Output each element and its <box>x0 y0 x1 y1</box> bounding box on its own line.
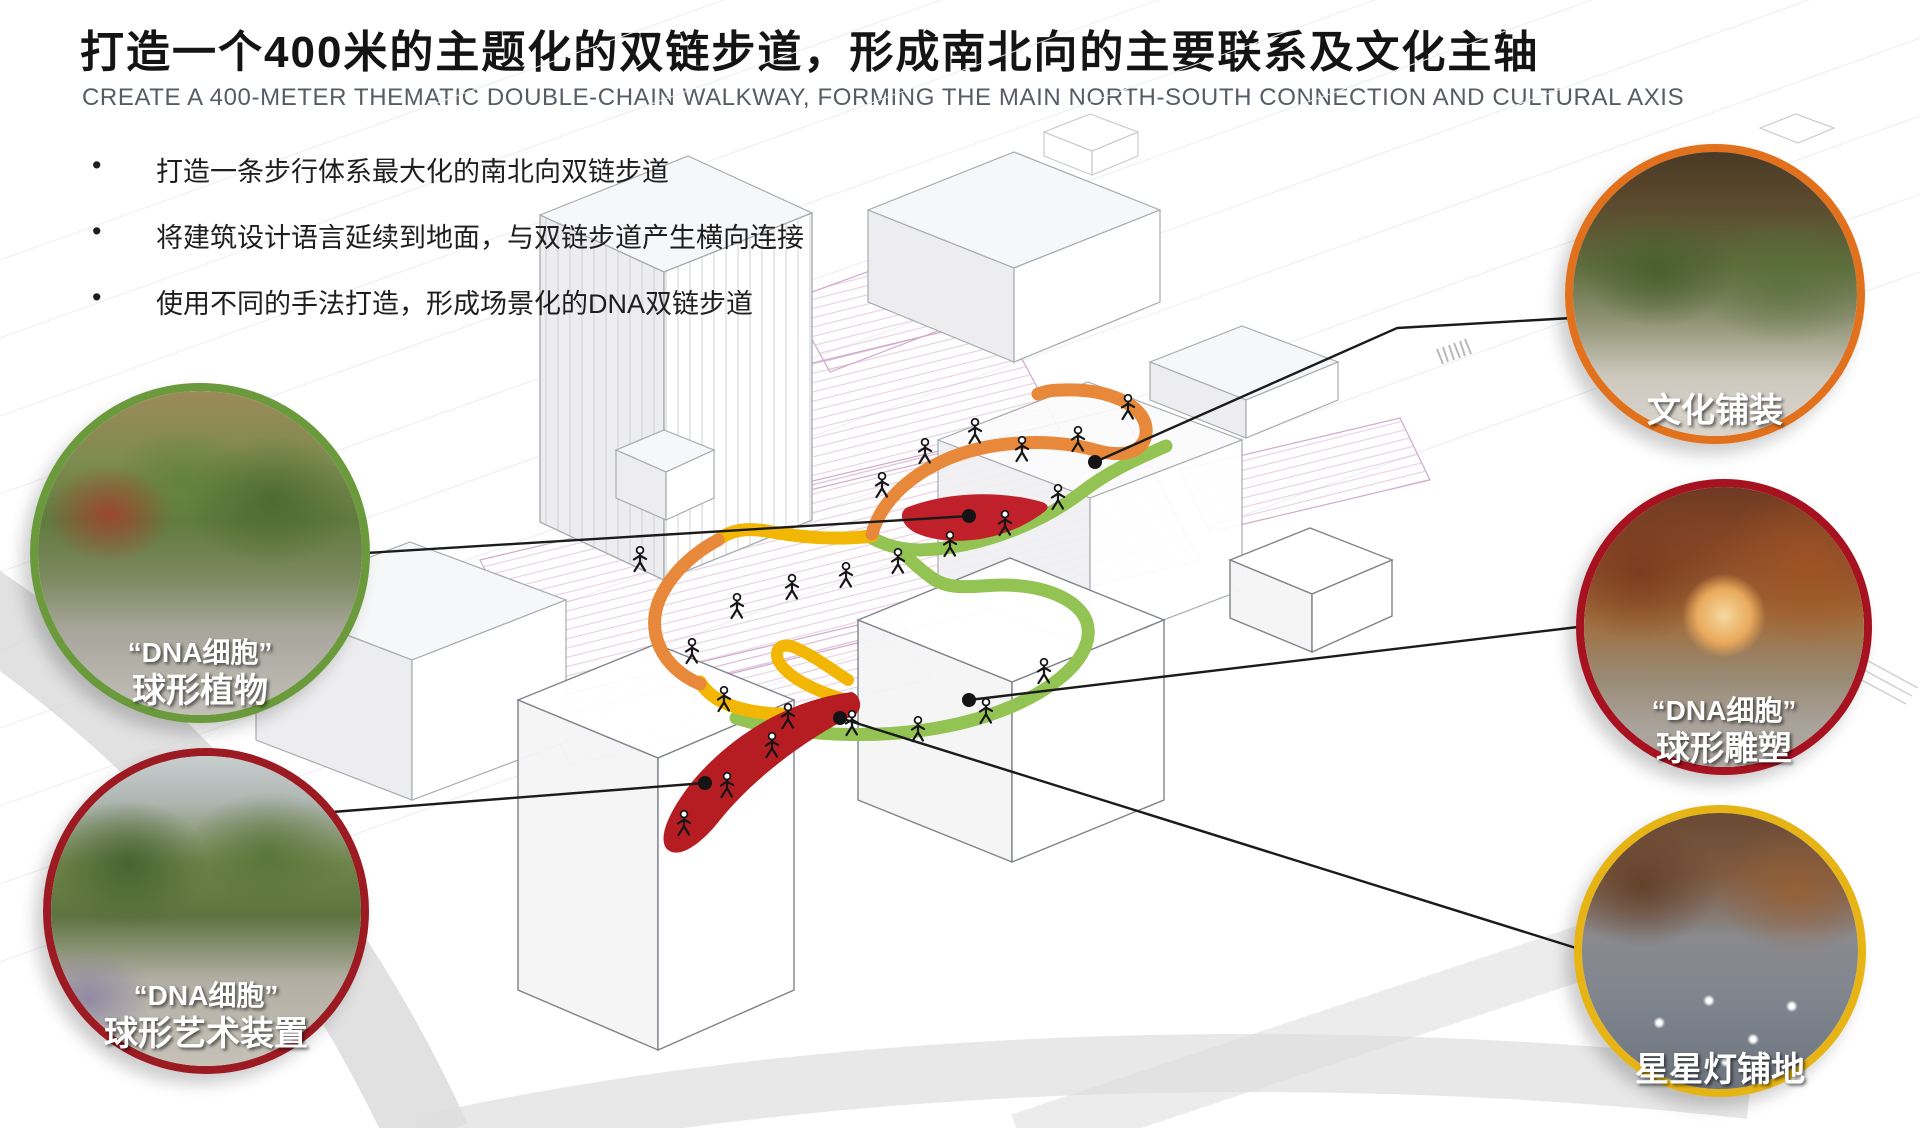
leader-lines <box>331 316 1579 950</box>
callout-label: “DNA细胞” 球形艺术装置 <box>51 978 361 1056</box>
list-item: • 使用不同的手法打造，形成场景化的DNA双链步道 <box>92 282 804 321</box>
callout-label-line: 球形植物 <box>132 672 268 710</box>
dna-walkway-ribbon <box>648 383 1173 853</box>
bullet-marker: • <box>92 282 102 312</box>
callout-label-line: 球形艺术装置 <box>104 1015 308 1053</box>
callout-star-light-paving: 星星灯铺地 <box>1574 805 1866 1097</box>
callout-label: 文化铺装 <box>1573 390 1857 433</box>
leader-line <box>365 514 970 555</box>
leader-line <box>839 716 1577 950</box>
bullet-text: 使用不同的手法打造，形成场景化的DNA双链步道 <box>156 289 754 319</box>
callout-dna-cell-spherical-sculpture: “DNA细胞” 球形雕塑 <box>1576 479 1872 775</box>
callout-label-line: “DNA细胞” <box>133 980 279 1011</box>
leader-dots <box>698 455 1102 790</box>
leader-line <box>331 781 706 814</box>
bullet-text: 打造一条步行体系最大化的南北向双链步道 <box>156 157 669 187</box>
callout-cultural-paving: 文化铺装 <box>1565 144 1865 444</box>
leader-line <box>968 625 1579 702</box>
background-buildings <box>254 113 1836 801</box>
callout-photo <box>38 391 362 715</box>
list-item: • 将建筑设计语言延续到地面，与双链步道产生横向连接 <box>92 216 804 255</box>
callout-dna-cell-spherical-art-installation: “DNA细胞” 球形艺术装置 <box>43 748 369 1074</box>
callout-photo <box>1573 152 1857 436</box>
callout-label: 星星灯铺地 <box>1582 1049 1858 1092</box>
callout-label: “DNA细胞” 球形雕塑 <box>1584 693 1864 771</box>
crosswalk-marking <box>1436 338 1472 365</box>
callout-label-line: “DNA细胞” <box>127 637 273 668</box>
callout-photo <box>1582 813 1858 1089</box>
leader-dot <box>833 711 847 725</box>
callout-label-line: 星星灯铺地 <box>1635 1051 1805 1089</box>
leader-dot <box>962 693 976 707</box>
bullet-text: 将建筑设计语言延续到地面，与双链步道产生横向连接 <box>156 223 804 253</box>
list-item: • 打造一条步行体系最大化的南北向双链步道 <box>92 150 804 189</box>
callout-photo <box>51 756 361 1066</box>
leader-dot <box>1088 455 1102 469</box>
bullet-list: • 打造一条步行体系最大化的南北向双链步道 • 将建筑设计语言延续到地面，与双链… <box>92 150 804 348</box>
bullet-marker: • <box>92 150 102 180</box>
bullet-marker: • <box>92 216 102 246</box>
leader-dot <box>962 509 976 523</box>
callout-label-line: “DNA细胞” <box>1651 695 1797 726</box>
callout-photo <box>1584 487 1864 767</box>
callout-label: “DNA细胞” 球形植物 <box>38 635 362 713</box>
page-subtitle: CREATE A 400-METER THEMATIC DOUBLE-CHAIN… <box>82 84 1685 111</box>
callout-dna-cell-spherical-plants: “DNA细胞” 球形植物 <box>30 383 370 723</box>
callout-label-line: 文化铺装 <box>1647 392 1783 430</box>
leader-dot <box>698 776 712 790</box>
page-title: 打造一个400米的主题化的双链步道，形成南北向的主要联系及文化主轴 <box>80 28 1540 77</box>
leader-line <box>1094 316 1573 464</box>
callout-label-line: 球形雕塑 <box>1656 730 1792 768</box>
